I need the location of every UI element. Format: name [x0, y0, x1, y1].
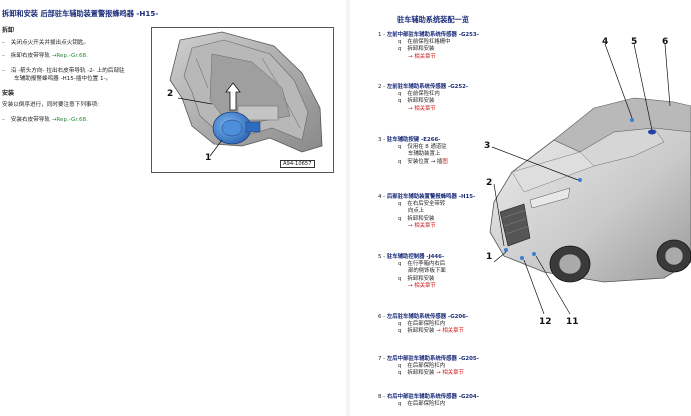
car-label-3: 3 [484, 141, 491, 151]
figure-label-2: 2 [167, 89, 174, 99]
car-label-2: 2 [486, 178, 493, 188]
figure-label-1: 1 [205, 153, 212, 163]
car-illustration [489, 43, 691, 315]
figure-code: A94-10657 [280, 160, 315, 168]
remove-step-3-cont: 车辅助报警蜂鸣器 -H15-插中位置 1-。 [14, 76, 112, 82]
related-chapter-link[interactable]: → 相关章节 [436, 328, 464, 335]
page-gutter [346, 0, 350, 416]
remove-step-2: –拆卸右皮带导轨 →Rep.-Gr.68. [2, 53, 88, 59]
install-note: 安装以倒序进行，同时要注意下列事项: [2, 102, 99, 108]
left-page: 拆卸和安装 后部驻车辅助装置警报蜂鸣器 -H15- 拆卸 –关闭点火开关并拔出点… [2, 9, 334, 173]
car-label-4: 4 [602, 37, 609, 47]
speaker-illustration [169, 31, 323, 157]
remove-step-1: –关闭点火开关并拔出点火钥匙。 [2, 40, 90, 46]
car-label-5: 5 [631, 37, 638, 47]
remove-heading: 拆卸 [2, 27, 15, 34]
car-label-6: 6 [662, 37, 669, 47]
install-step-1: –安装右皮带导轨 →Rep.-Gr.68. [2, 117, 88, 123]
car-label-1: 1 [486, 252, 493, 262]
rep-link[interactable]: →Rep.-Gr.68. [51, 53, 88, 59]
rep-link-2[interactable]: →Rep.-Gr.68. [51, 117, 88, 123]
install-heading: 安装 [2, 90, 15, 97]
car-label-12: 12 [539, 317, 552, 327]
related-chapter-link[interactable]: → 相关章节 [436, 370, 464, 377]
remove-step-3: –沿 -箭头方向- 拉出右皮带导轨 -2- 上的后部驻 [2, 68, 125, 74]
car-label-11: 11 [566, 317, 579, 327]
figure-speaker: 2 1 A94-10657 [151, 27, 334, 173]
left-page-title: 拆卸和安装 后部驻车辅助装置警报蜂鸣器 -H15- [2, 9, 159, 18]
right-page-title: 驻车辅助系统装配一览 [397, 15, 469, 24]
